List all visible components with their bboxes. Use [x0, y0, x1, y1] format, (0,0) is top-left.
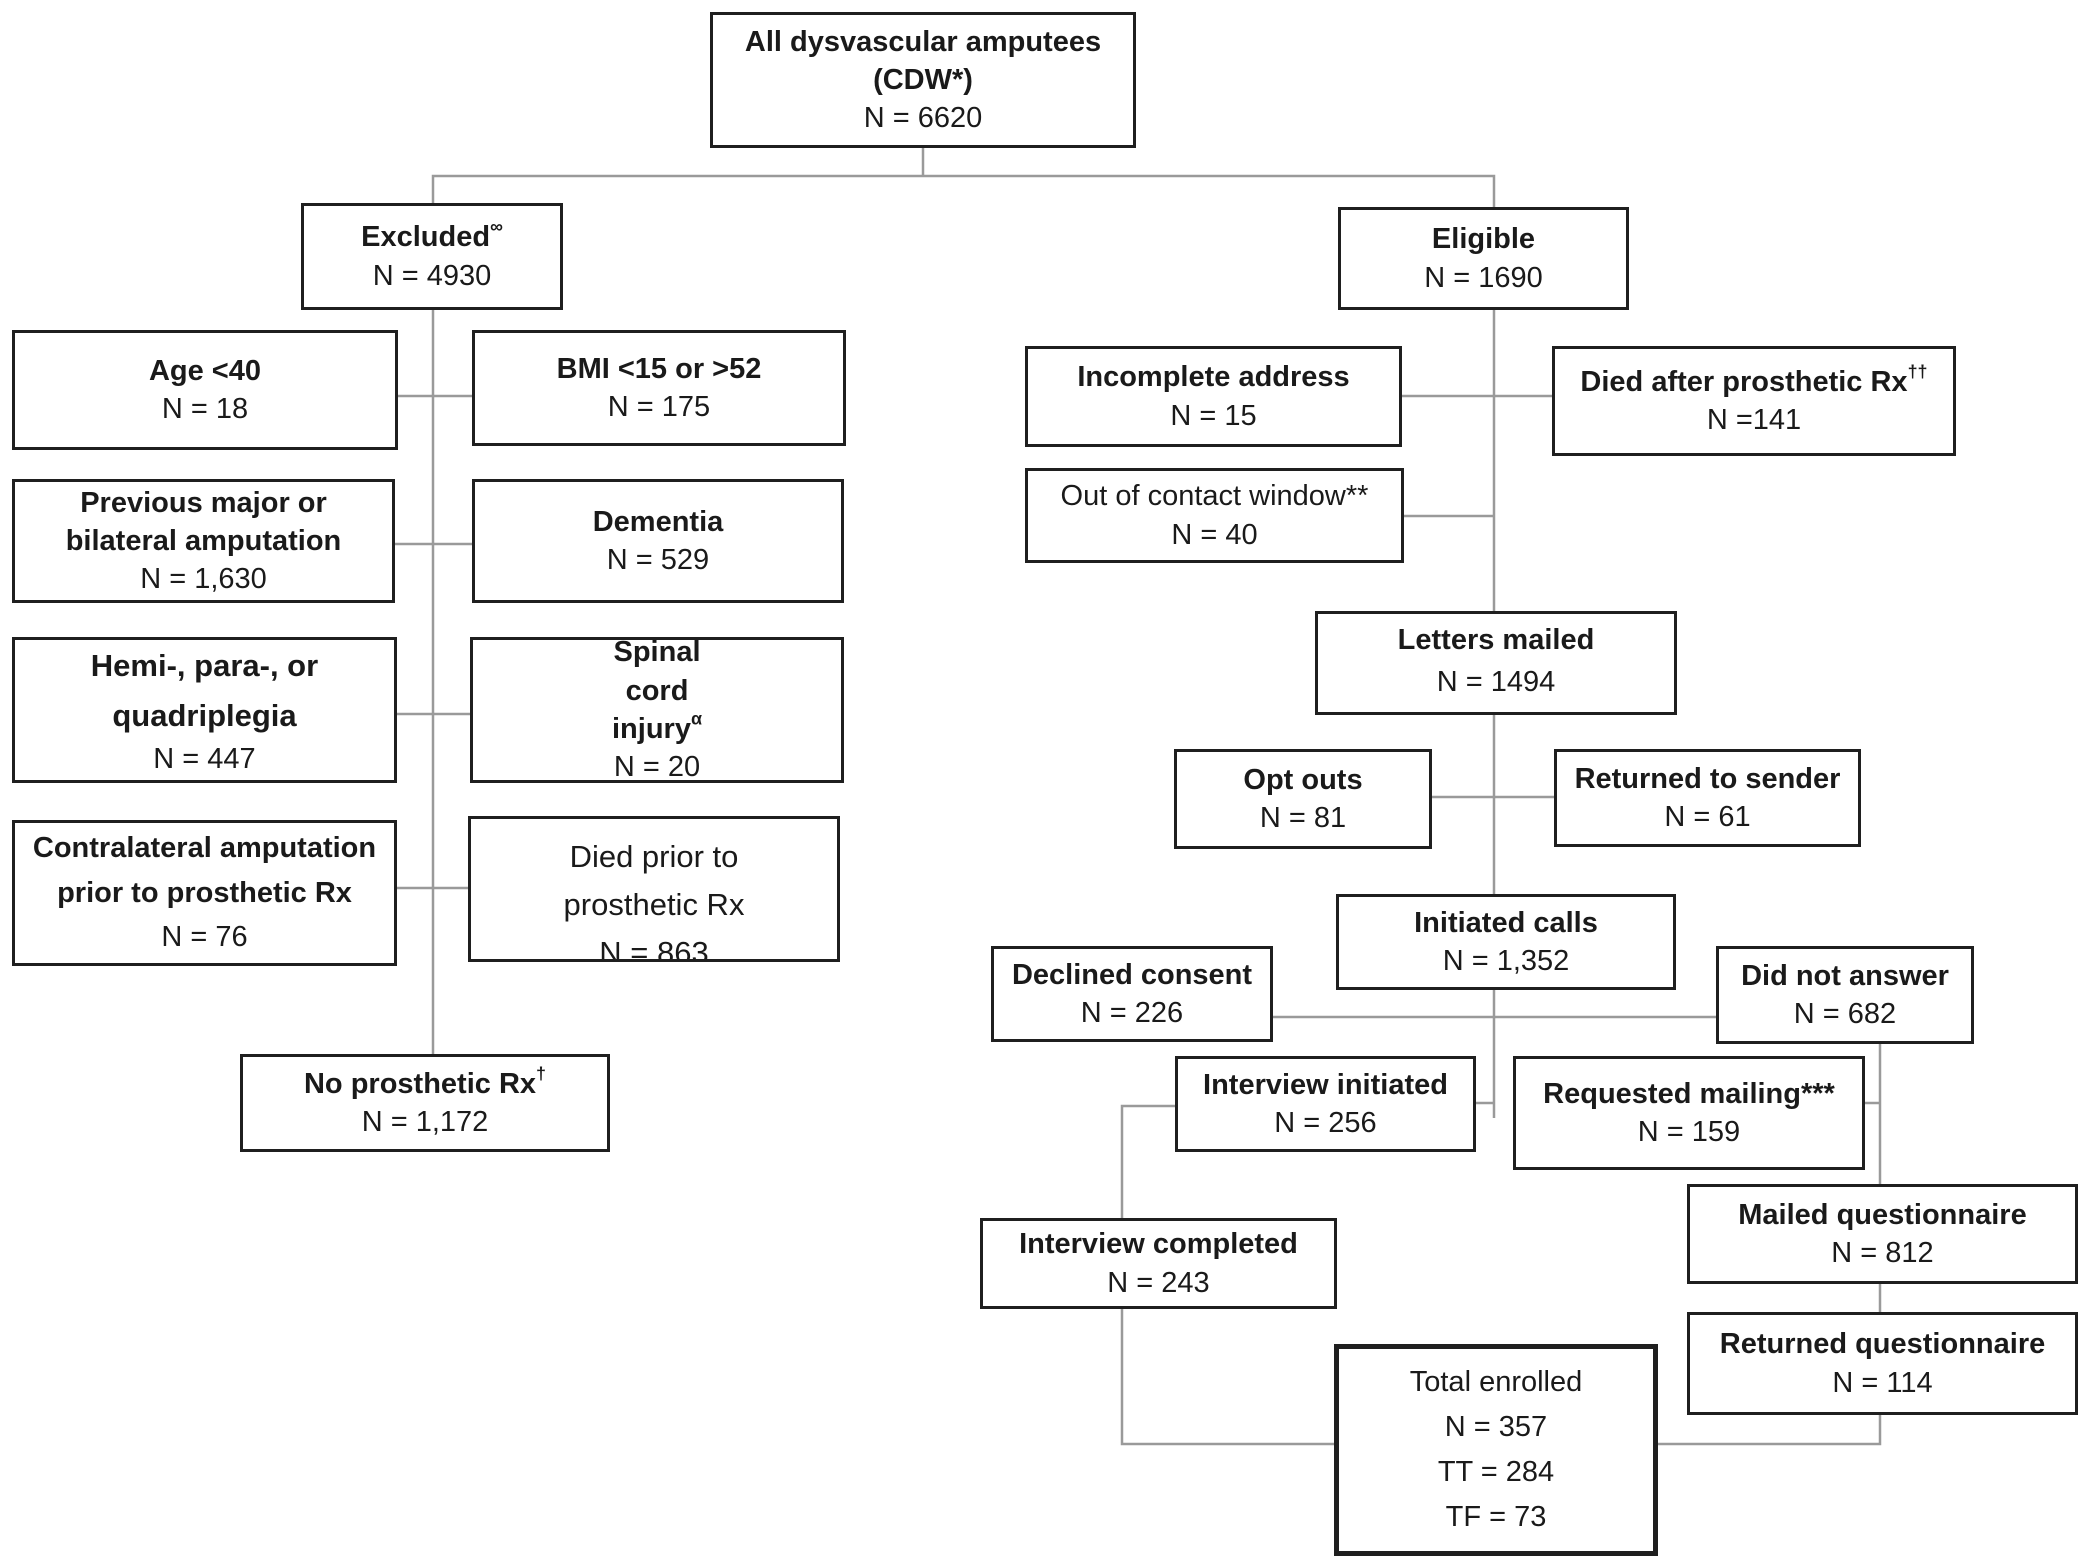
box-out-of-window: Out of contact window** N = 40 [1025, 468, 1404, 563]
box-count: N = 159 [1637, 1116, 1741, 1148]
box-title: Hemi-, para-, or quadriplegia [90, 648, 319, 733]
box-subtitle: (CDW*) [873, 63, 973, 96]
box-bmi: BMI <15 or >52 N = 175 [472, 330, 846, 446]
box-title: Opt outs [1243, 763, 1363, 796]
footnote-alpha: α [690, 708, 702, 729]
footnote-dagger: † [536, 1063, 547, 1084]
box-title: Returned to sender [1574, 762, 1841, 795]
box-title: Eligible [1431, 223, 1536, 256]
connector-interview-left [1120, 1104, 1175, 1218]
box-title: Interview completed [1019, 1228, 1298, 1261]
box-opt-outs: Opt outs N = 81 [1174, 749, 1432, 849]
box-no-prosthetic: No prosthetic Rx† N = 1,172 [240, 1054, 610, 1152]
box-title: Dementia [592, 505, 724, 538]
box-died-prior: Died prior to prosthetic Rx N = 863 [468, 816, 840, 962]
box-died-after: Died after prosthetic Rx†† N =141 [1552, 346, 1956, 456]
footnote-double-dagger: †† [1907, 361, 1928, 382]
box-count: N = 243 [1107, 1266, 1210, 1299]
box-returned-questionnaire: Returned questionnaire N = 114 [1687, 1312, 2078, 1415]
box-hemiplegia: Hemi-, para-, or quadriplegia N = 447 [12, 637, 397, 783]
box-title: Returned questionnaire [1719, 1328, 2046, 1361]
box-title: Previous major or bilateral amputation [65, 486, 342, 557]
connector-interview-completed-down [1120, 1309, 1334, 1446]
box-count: N = 76 [161, 921, 248, 954]
box-letters-mailed: Letters mailed N = 1494 [1315, 611, 1677, 715]
box-declined-consent: Declined consent N = 226 [991, 946, 1273, 1042]
connector-returned-total [1658, 1415, 1882, 1446]
box-count: N = 175 [607, 391, 711, 423]
box-title: Letters mailed [1397, 624, 1595, 657]
box-title: Age <40 [148, 354, 262, 387]
box-title: Total enrolled [1409, 1366, 1583, 1399]
box-title: All dysvascular amputees [744, 25, 1102, 58]
box-age: Age <40 N = 18 [12, 330, 398, 450]
box-count: N = 18 [161, 393, 249, 425]
box-title: BMI <15 or >52 [556, 352, 762, 385]
box-count-tf: TF = 73 [1445, 1500, 1547, 1533]
box-count: N = 81 [1259, 802, 1347, 834]
box-title: Declined consent [1011, 958, 1253, 991]
box-title: Interview initiated [1203, 1068, 1448, 1101]
box-count: N = 682 [1793, 998, 1897, 1030]
box-count: N = 1690 [1424, 261, 1543, 294]
box-title: Contralateral amputation prior to prosth… [32, 831, 377, 909]
box-title: Excluded∞ [361, 216, 503, 254]
box-count: N = 15 [1170, 399, 1257, 432]
box-title: Died after prosthetic Rx†† [1580, 361, 1928, 398]
box-count: N = 20 [613, 751, 701, 784]
box-mailed-questionnaire: Mailed questionnaire N = 812 [1687, 1184, 2078, 1284]
box-count: N = 256 [1274, 1107, 1377, 1139]
box-count: N = 114 [1832, 1366, 1933, 1399]
box-count: N = 863 [599, 935, 709, 962]
box-title: No prosthetic Rx† [303, 1063, 547, 1100]
box-did-not-answer: Did not answer N = 682 [1716, 946, 1974, 1044]
box-title: Requested mailing*** [1543, 1077, 1835, 1110]
box-title: Died prior to prosthetic Rx [563, 839, 745, 923]
box-count: N = 6620 [863, 102, 983, 135]
box-count: N = 529 [606, 544, 710, 576]
box-title: Out of contact window** [1060, 480, 1369, 513]
box-incomplete-address: Incomplete address N = 15 [1025, 346, 1402, 447]
footnote-infinity: ∞ [490, 216, 503, 237]
box-previous-amputation: Previous major or bilateral amputation N… [12, 479, 395, 603]
box-interview-completed: Interview completed N = 243 [980, 1218, 1337, 1309]
box-count: N = 1,630 [140, 563, 267, 596]
box-spinal-cord: Spinal cord injuryα N = 20 [470, 636, 844, 784]
box-count: N = 447 [153, 743, 256, 776]
box-interview-initiated: Interview initiated N = 256 [1175, 1056, 1476, 1152]
box-total-enrolled: Total enrolled N = 357 TT = 284 TF = 73 [1334, 1344, 1658, 1556]
box-initiated-calls: Initiated calls N = 1,352 [1336, 894, 1676, 990]
box-count: N = 812 [1831, 1237, 1934, 1269]
box-count: N = 61 [1664, 801, 1751, 833]
box-title: Mailed questionnaire [1738, 1198, 2027, 1231]
box-count: N = 4930 [372, 259, 492, 292]
box-count: N =141 [1706, 404, 1802, 436]
box-title: Incomplete address [1077, 361, 1350, 394]
box-contralateral: Contralateral amputation prior to prosth… [12, 820, 397, 966]
box-excluded: Excluded∞ N = 4930 [301, 203, 563, 310]
box-dementia: Dementia N = 529 [472, 479, 844, 603]
box-count: N = 1494 [1436, 665, 1556, 698]
box-title: Did not answer [1741, 959, 1949, 992]
box-title: Spinal cord injuryα [611, 636, 702, 745]
box-count: N = 1,172 [361, 1106, 489, 1138]
box-requested-mailing: Requested mailing*** N = 159 [1513, 1056, 1865, 1170]
box-count: N = 357 [1444, 1411, 1548, 1444]
box-count: N = 1,352 [1442, 945, 1570, 977]
box-all-amputees: All dysvascular amputees (CDW*) N = 6620 [710, 12, 1136, 148]
box-count: N = 40 [1171, 518, 1258, 551]
box-eligible: Eligible N = 1690 [1338, 207, 1629, 310]
box-count-tt: TT = 284 [1437, 1456, 1555, 1488]
box-title: Initiated calls [1414, 906, 1598, 939]
box-returned-to-sender: Returned to sender N = 61 [1554, 749, 1861, 847]
box-count: N = 226 [1080, 997, 1184, 1029]
